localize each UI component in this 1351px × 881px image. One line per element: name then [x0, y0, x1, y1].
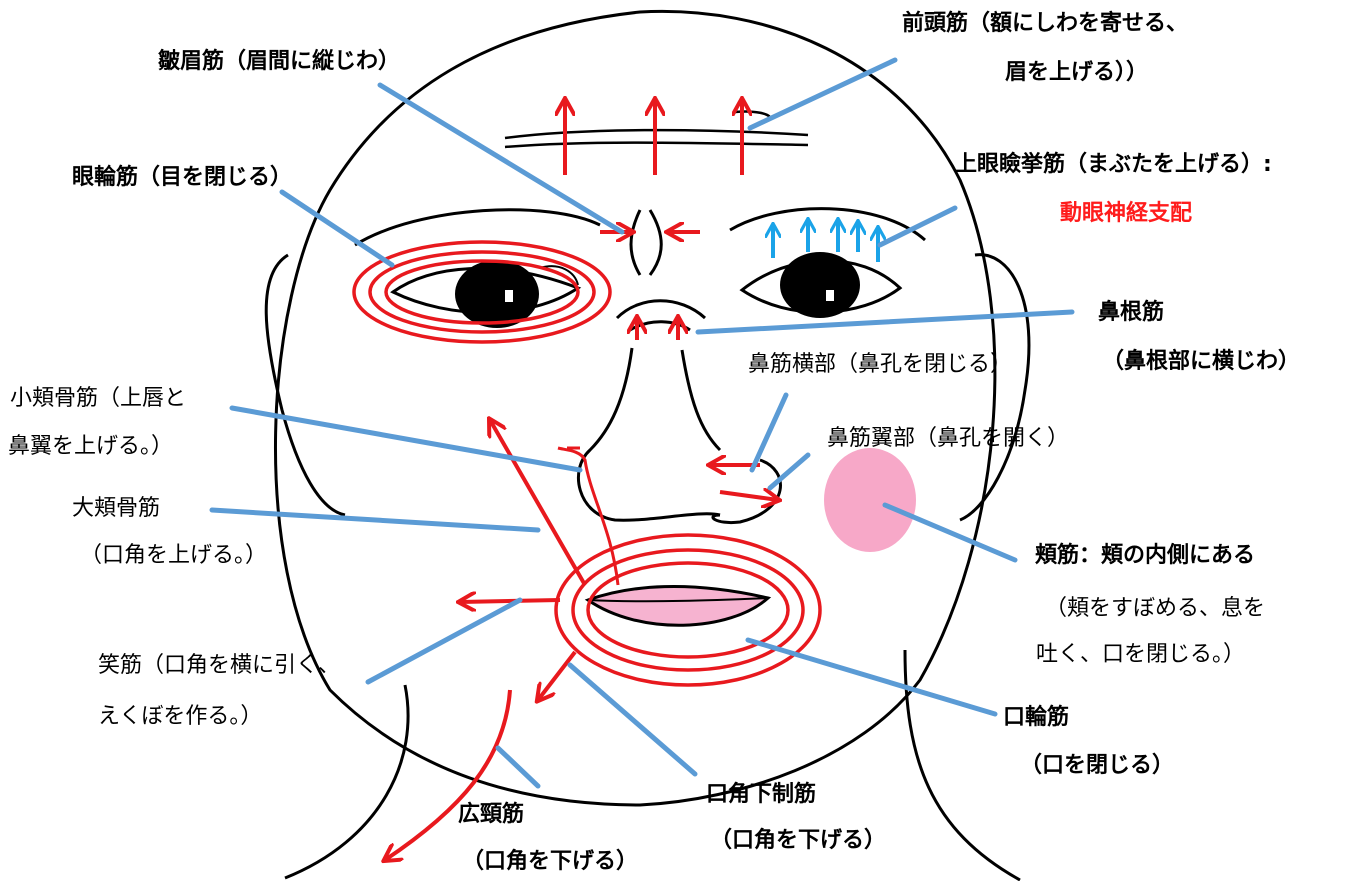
ears [264, 253, 1031, 522]
label-depressor-anguli-line2: （口角を下げる） [710, 828, 887, 853]
label-zygomaticus-minor-line1: 小頬骨筋（上唇と [10, 386, 187, 411]
label-platysma-line1: 広頸筋 [458, 802, 525, 827]
label-orbicularis-oris-line1: 口輪筋 [1003, 705, 1070, 730]
orbicularis-oculi-rings [352, 240, 612, 344]
label-nasalis-alar: 鼻筋翼部（鼻孔を開く） [827, 426, 1070, 451]
label-zygomaticus-major-line1: 大頬骨筋 [72, 496, 161, 521]
label-procerus-line1: 鼻根筋 [1098, 300, 1165, 325]
orbicularis-oris-rings [554, 533, 822, 687]
label-nasalis-transverse: 鼻筋横部（鼻孔を閉じる） [748, 352, 1013, 377]
label-buccinator-line3: 吐く、口を閉じる。） [1036, 642, 1246, 667]
label-zygomaticus-major-line2: （口角を上げる。） [80, 543, 268, 568]
nose [576, 347, 782, 525]
label-orbicularis-oris-line2: （口を閉じる） [1020, 753, 1175, 778]
label-risorius-line2: えくぼを作る。） [98, 704, 263, 729]
neck [284, 649, 1021, 881]
small-red-curve [557, 446, 620, 586]
label-frontalis-line2: 眉を上げる）） [1005, 60, 1149, 85]
eyebrows [354, 207, 926, 247]
leader-lines [209, 57, 1075, 789]
label-risorius-line1: 笑筋（口角を横に引く、 [98, 653, 341, 678]
muscle-arrows [385, 100, 778, 860]
right-eye [739, 252, 903, 318]
cheek-circle [824, 448, 916, 552]
label-buccinator-line1: 頬筋：頬の内側にある [1035, 543, 1256, 568]
label-buccinator-line2: （頬をすぼめる、息を [1045, 596, 1266, 621]
head-outline [274, 9, 997, 807]
mouth [584, 585, 772, 627]
label-zygomaticus-minor-line2: 鼻翼を上げる。） [8, 434, 174, 459]
label-procerus-line2: （鼻根部に横じわ） [1102, 349, 1301, 374]
left-eye [390, 260, 582, 328]
label-oculomotor: 動眼神経支配 [1060, 201, 1193, 226]
label-orbicularis-oculi: 眼輪筋（目を閉じる） [72, 165, 293, 190]
label-frontalis-line1: 前頭筋（額にしわを寄せる、 [902, 11, 1189, 36]
label-platysma-line2: （口角を下げる） [462, 849, 639, 874]
label-corrugator: 皺眉筋（眉間に縦じわ） [158, 49, 401, 74]
label-depressor-anguli-line1: 口角下制筋 [706, 782, 817, 807]
glabella-lines [615, 209, 707, 332]
label-levator-palpebrae: 上眼瞼挙筋（まぶたを上げる）: [955, 152, 1272, 177]
